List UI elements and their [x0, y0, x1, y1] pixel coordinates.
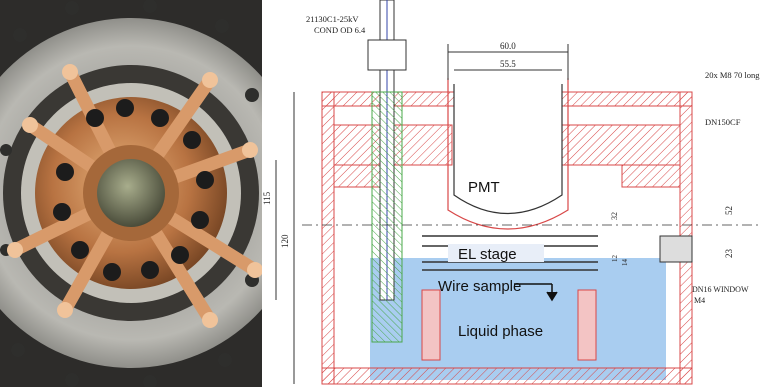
dim-60: 60.0 [500, 41, 516, 51]
feedthrough-sockets [53, 99, 214, 281]
callout-window: DN16 WINDOW [692, 285, 749, 294]
left-dimension-lines [275, 92, 295, 384]
label-pmt: PMT [468, 179, 500, 196]
dim-12: 12 [611, 255, 619, 263]
flange-photo [0, 0, 306, 389]
liquid-volume [370, 258, 666, 380]
dim-55-5: 55.5 [500, 59, 516, 69]
label-liquid-phase: Liquid phase [458, 323, 543, 340]
label-el-stage: EL stage [458, 246, 517, 263]
cross-section-svg: 60.0 55.5 21130C1-25kV COND OD 6.4 115 1… [262, 0, 762, 385]
callout-bolts: 20x M8 70 long [705, 70, 760, 80]
dim-115: 115 [262, 191, 272, 205]
dim-52: 52 [724, 206, 734, 215]
flange-bolt-holes [0, 0, 259, 389]
dn16-window [659, 235, 693, 263]
label-wire-sample: Wire sample [438, 278, 521, 295]
part-label-line2: COND OD 6.4 [314, 25, 366, 35]
pmt-body [447, 78, 569, 230]
viewport-window [97, 159, 165, 227]
wire-sample-arrow [514, 283, 558, 302]
callout-m4: M4 [694, 296, 705, 305]
part-label-line1: 21130C1-25kV [306, 14, 359, 24]
dim-120: 120 [280, 234, 290, 248]
dim-14: 14 [621, 259, 629, 267]
green-insulator [371, 91, 403, 343]
top-dimension-lines [447, 44, 569, 80]
dim-23: 23 [724, 249, 734, 259]
dim-32: 32 [610, 212, 619, 220]
cell-cross-section-drawing: 60.0 55.5 21130C1-25kV COND OD 6.4 115 1… [262, 0, 766, 387]
callout-flange: DN150CF [705, 117, 741, 127]
flange-photo-image [0, 0, 306, 389]
el-stage-box [448, 244, 544, 262]
rod-tips [7, 64, 263, 328]
